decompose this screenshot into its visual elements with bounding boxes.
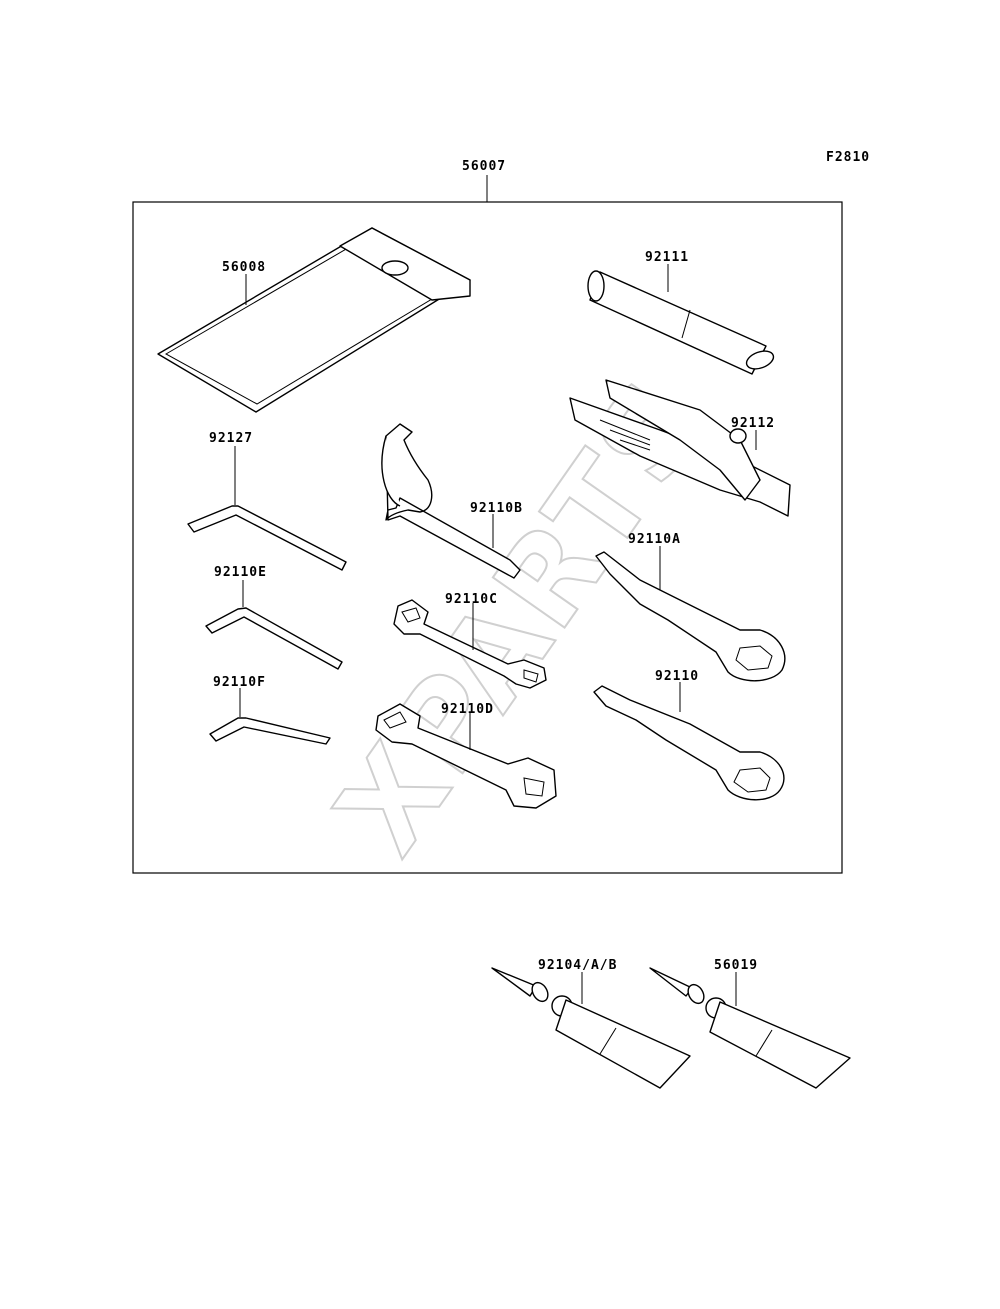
label-92110[interactable]: 92110: [655, 669, 699, 684]
tool-pouch[interactable]: [157, 227, 471, 413]
label-92127[interactable]: 92127: [209, 431, 253, 446]
grease-tube-92104[interactable]: [491, 967, 691, 1089]
label-92110C[interactable]: 92110C: [445, 592, 498, 607]
label-56008[interactable]: 56008: [222, 260, 266, 275]
diagram-code: F2810: [826, 150, 870, 165]
label-56007[interactable]: 56007: [462, 159, 506, 174]
box-wrench-92110[interactable]: [593, 682, 785, 801]
open-wrench-large[interactable]: [375, 703, 557, 809]
pliers[interactable]: [569, 379, 791, 517]
label-92110F[interactable]: 92110F: [213, 675, 266, 690]
label-92110A[interactable]: 92110A: [628, 532, 681, 547]
label-92104[interactable]: 92104/A/B: [538, 958, 617, 973]
grease-tube-56019[interactable]: [649, 967, 851, 1089]
label-92110B[interactable]: 92110B: [470, 501, 523, 516]
box-wrench-92110a[interactable]: [595, 546, 786, 682]
label-56019[interactable]: 56019: [714, 958, 758, 973]
label-92111[interactable]: 92111: [645, 250, 689, 265]
hook-wrench[interactable]: [381, 423, 521, 579]
hex-key-92127[interactable]: [187, 446, 347, 571]
handle-tube[interactable]: [587, 264, 776, 375]
open-wrench-small[interactable]: [393, 599, 547, 689]
label-92110E[interactable]: 92110E: [214, 565, 267, 580]
hex-key-92110f[interactable]: [209, 688, 331, 745]
label-92112[interactable]: 92112: [731, 416, 775, 431]
hex-key-92110e[interactable]: [205, 580, 343, 670]
label-92110D[interactable]: 92110D: [441, 702, 494, 717]
